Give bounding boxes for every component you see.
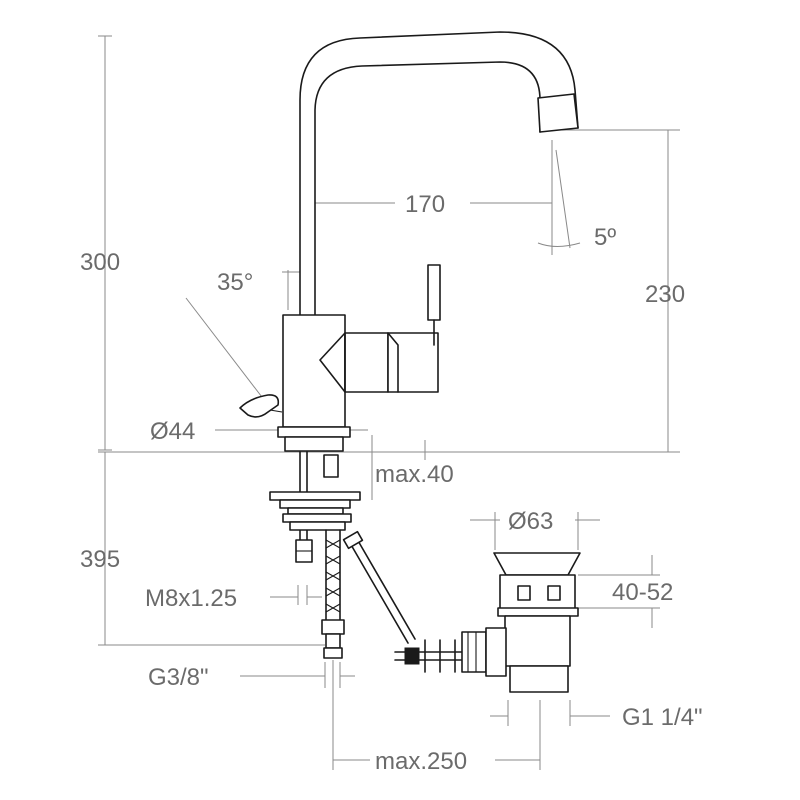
popup-rod-linkage — [342, 530, 471, 673]
waste-drain — [461, 552, 581, 693]
dimension-diameter-44: Ø44 — [150, 418, 195, 445]
dimension-diameter-63: Ø63 — [508, 508, 553, 535]
dimension-5-degree: 5º — [594, 224, 616, 251]
dimension-300: 300 — [80, 249, 120, 276]
mounting-assembly — [269, 451, 361, 659]
dimension-170: 170 — [405, 191, 445, 218]
dimension-max-40: max.40 — [375, 461, 454, 488]
dimension-40-52: 40-52 — [612, 579, 673, 606]
dimension-35-degree: 35° — [217, 269, 253, 296]
dimension-230: 230 — [645, 281, 685, 308]
dimension-lines — [98, 35, 680, 770]
faucet-spout — [299, 31, 579, 316]
dimension-m8: M8x1.25 — [145, 585, 237, 612]
dimension-labels: 300 170 35° 5º 230 Ø44 max.40 395 M8x1.2… — [80, 191, 703, 775]
dimension-395: 395 — [80, 546, 120, 573]
dimension-max-250: max.250 — [375, 748, 467, 775]
faucet-body — [239, 264, 441, 452]
dimension-g3-8: G3/8" — [148, 664, 209, 691]
dimension-g1-1-4: G1 1/4" — [622, 704, 703, 731]
